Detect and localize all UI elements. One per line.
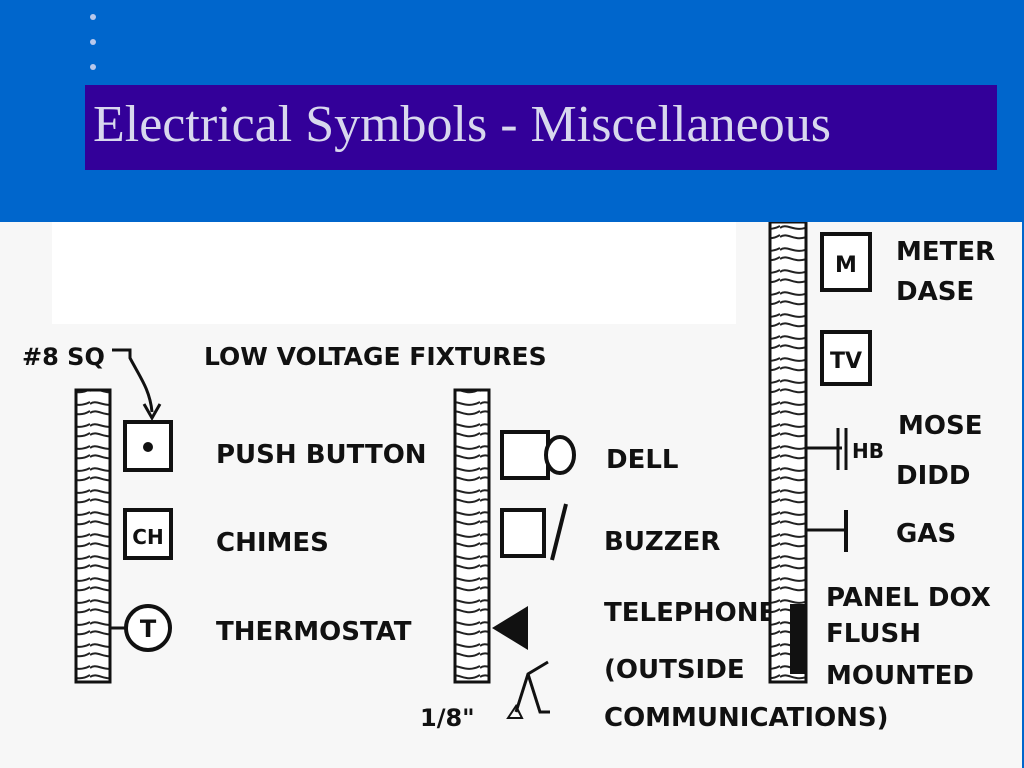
fixtures-heading: LOW VOLTAGE FIXTURES	[204, 342, 547, 371]
hose-bibb-label-line1: MOSE	[898, 411, 982, 441]
meter-base-symbol-text: M	[835, 253, 857, 278]
meter-base-symbol: M	[820, 232, 872, 292]
panel-box-label-line2: FLUSH	[826, 619, 921, 649]
dot	[90, 39, 96, 45]
bell-symbol	[500, 430, 576, 480]
panel-box-symbol	[790, 604, 806, 674]
chimes-symbol-text: CH	[132, 525, 163, 549]
hose-bibb-symbol-text: HB	[852, 439, 884, 463]
tv-outlet-symbol: TV	[820, 330, 872, 386]
tv-outlet-symbol-text: TV	[830, 349, 862, 374]
electrical-symbols-diagram: #8 SQ LOW VOLTAGE FIXTURES PUSH BUTTON C…	[0, 222, 1022, 768]
hose-bibb-label-line2: DIDD	[896, 461, 970, 491]
dimension-label: 1/8"	[420, 704, 475, 732]
blank-panel	[52, 222, 736, 324]
wall-section	[74, 388, 112, 684]
telephone-label-line1: TELEPHONE	[604, 598, 776, 628]
buzzer-symbol	[500, 503, 568, 561]
leader-line	[112, 348, 154, 413]
gas-label: GAS	[896, 519, 956, 549]
slide-title: Electrical Symbols - Miscellaneous	[93, 96, 831, 153]
meter-base-label-line1: METER	[896, 237, 995, 267]
title-bar: Electrical Symbols - Miscellaneous	[85, 85, 997, 170]
chimes-symbol: CH	[123, 508, 173, 560]
dot	[90, 64, 96, 70]
arrowhead	[142, 403, 162, 422]
push-button-label: PUSH BUTTON	[216, 440, 427, 470]
meter-base-label-line2: DASE	[896, 277, 974, 307]
bell-label: DELL	[606, 445, 678, 475]
dot	[90, 14, 96, 20]
thermostat-label: THERMOSTAT	[216, 617, 412, 647]
hose-bibb-symbol: HB	[806, 428, 884, 470]
box-size-label: #8 SQ	[22, 343, 105, 371]
header-band: Electrical Symbols - Miscellaneous	[0, 0, 1024, 222]
push-button-symbol	[123, 420, 173, 472]
thermostat-symbol: T	[110, 604, 172, 652]
wall-section	[453, 388, 491, 684]
bullet-dots	[86, 8, 102, 78]
telephone-label-line2: (OUTSIDE	[604, 655, 745, 685]
panel-box-label-line1: PANEL DOX	[826, 583, 991, 613]
buzzer-label: BUZZER	[604, 527, 720, 557]
telephone-label-line3: COMMUNICATIONS)	[604, 703, 889, 733]
right-border	[1022, 222, 1024, 768]
thermostat-symbol-text: T	[140, 615, 157, 643]
chimes-label: CHIMES	[216, 528, 329, 558]
panel-box-label-line3: MOUNTED	[826, 661, 974, 691]
telephone-symbol	[492, 606, 550, 719]
gas-symbol	[806, 510, 848, 552]
